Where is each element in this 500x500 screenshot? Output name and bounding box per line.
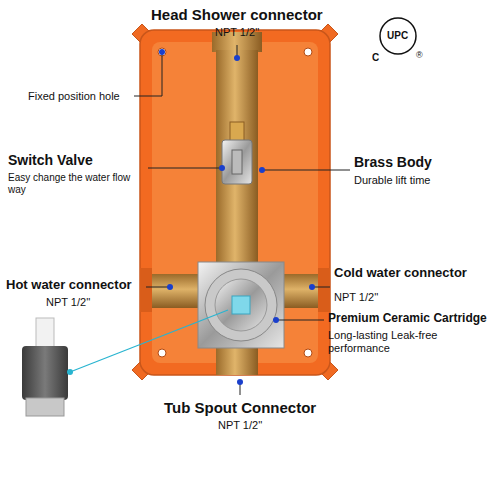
part-name: Brass Body <box>354 154 432 170</box>
part-name: Fixed position hole <box>28 90 120 103</box>
part-name: Switch Valve <box>8 152 93 168</box>
part-name: Tub Spout Connector <box>164 399 316 416</box>
thread-size: NPT 1/2'' <box>218 419 262 432</box>
thread-size: NPT 1/2'' <box>215 26 259 39</box>
cert-mark: UPC <box>387 30 408 42</box>
cert-mark: C <box>372 52 379 64</box>
part-name: Head Shower connector <box>151 6 323 23</box>
part-note: Long-lasting Leak-free performance <box>328 329 468 354</box>
part-name: Cold water connector <box>334 266 467 281</box>
thread-size: NPT 1/2'' <box>46 296 90 309</box>
part-name: Hot water connector <box>6 278 132 293</box>
part-name: Premium Ceramic Cartridge <box>328 312 496 326</box>
thread-size: NPT 1/2'' <box>334 291 378 304</box>
part-note: Durable lift time <box>354 174 430 187</box>
cert-mark: ® <box>416 50 423 60</box>
part-note: Easy change the water flow way <box>8 172 138 195</box>
